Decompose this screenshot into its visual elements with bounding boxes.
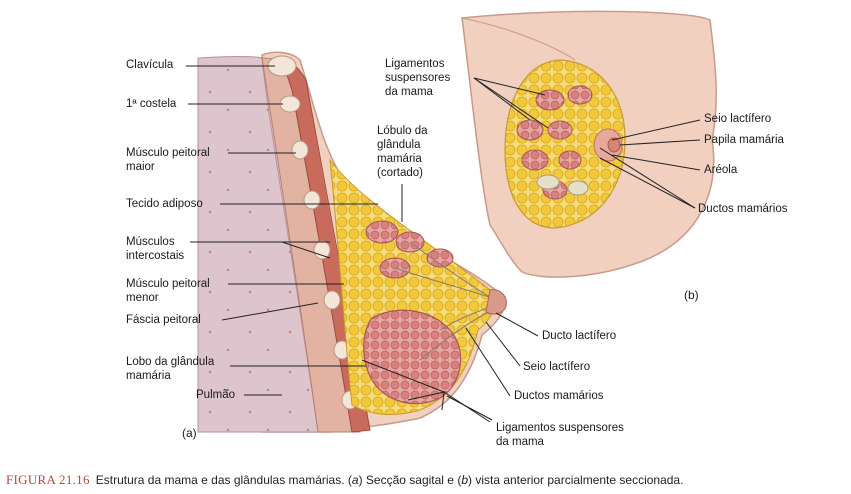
- caption-text-2: ) Secção sagital e (: [358, 473, 462, 487]
- panel-label-a: (a): [182, 426, 197, 440]
- caption-text-1: Estrutura da mama e das glândulas mamári…: [95, 473, 352, 487]
- label-intercostais-l2: intercostais: [126, 250, 185, 262]
- label-ligamentos-a-l2: da mama: [496, 436, 544, 448]
- label-ductos-mamarios-b: Ductos mamários: [698, 203, 788, 215]
- label-areola: Aréola: [704, 164, 738, 176]
- caption-b: b: [461, 473, 468, 487]
- label-ducto-lactifero: Ducto lactífero: [542, 330, 617, 342]
- label-lobulo-l1: Lóbulo da: [377, 125, 428, 137]
- label-clavicula: Clavícula: [126, 59, 174, 71]
- label-lobulo-l4: (cortado): [377, 167, 424, 179]
- label-lobo-l2: mamária: [126, 370, 171, 382]
- label-ligamentos-b-l3: da mama: [385, 86, 433, 98]
- label-peitoral-menor-l2: menor: [126, 292, 159, 304]
- label-peitoral-maior-l2: maior: [126, 161, 155, 173]
- label-peitoral-menor-l1: Músculo peitoral: [126, 278, 210, 290]
- panel-label-b: (b): [684, 288, 699, 302]
- label-fascia-peitoral: Fáscia peitoral: [126, 314, 201, 326]
- label-lobulo-l3: mamária: [377, 153, 422, 165]
- label-seio-lactifero-b: Seio lactífero: [704, 113, 772, 125]
- label-ligamentos-b-l1: Ligamentos: [385, 58, 445, 70]
- label-ductos-mamarios-a: Ductos mamários: [514, 390, 604, 402]
- label-ligamentos-b-l2: suspensores: [385, 72, 451, 84]
- label-lobo-l1: Lobo da glândula: [126, 356, 215, 368]
- label-peitoral-maior-l1: Músculo peitoral: [126, 147, 210, 159]
- label-tecido-adiposo: Tecido adiposo: [126, 198, 203, 210]
- label-pulmao: Pulmão: [196, 389, 235, 401]
- label-lobulo-l2: glândula: [377, 139, 421, 151]
- anterior-view: [461, 10, 717, 278]
- leader-lines: [186, 65, 701, 423]
- label-papila-mamaria: Papila mamária: [704, 134, 784, 146]
- label-intercostais-l1: Músculos: [126, 236, 175, 248]
- caption-text-3: ) vista anterior parcialmente seccionada…: [468, 473, 684, 487]
- sagittal-section: [197, 51, 507, 433]
- caption-a: a: [351, 473, 359, 487]
- label-seio-lactifero-a: Seio lactífero: [523, 361, 591, 373]
- label-primeira-costela: 1ª costela: [126, 98, 177, 110]
- figure-caption: FIGURA 21.16 Estrutura da mama e das glân…: [6, 472, 851, 488]
- label-ligamentos-a-l1: Ligamentos suspensores: [496, 422, 624, 434]
- figure-number: FIGURA 21.16: [6, 472, 90, 487]
